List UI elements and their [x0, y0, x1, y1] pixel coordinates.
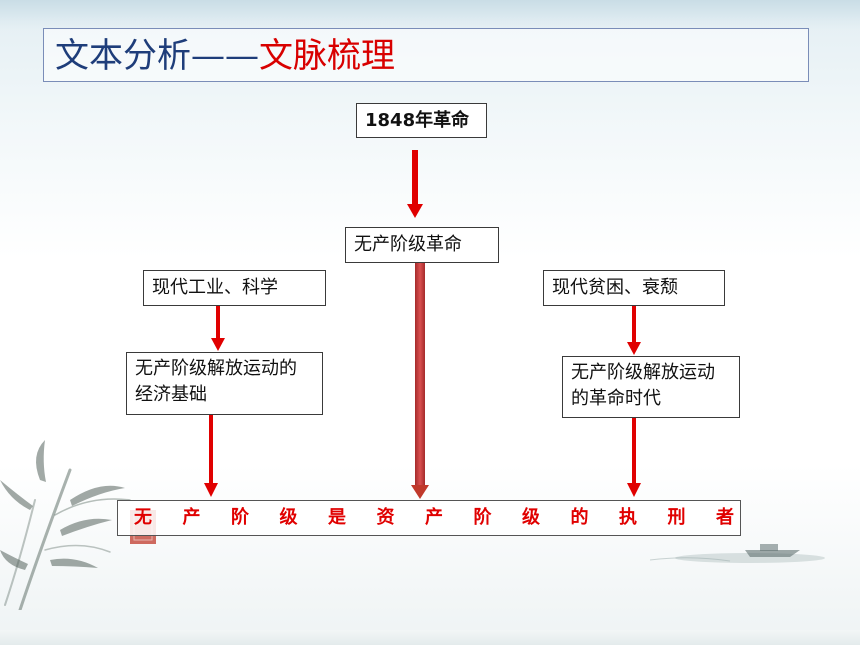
node-modern-poverty: 现代贫困、衰颓 [543, 270, 725, 306]
title-main: 文本分析 [55, 36, 191, 76]
conclusion-char: 执 [619, 507, 637, 528]
conclusion-char: 级 [279, 507, 298, 528]
conclusion-char: 无 [134, 507, 152, 528]
arrow-industry-to-basis [211, 306, 225, 351]
conclusion-box [117, 500, 741, 536]
arrow-poverty-to-era [627, 306, 641, 355]
node-proletarian-revolution: 无产阶级革命 [345, 227, 499, 263]
conclusion-char: 产 [425, 507, 443, 528]
title-dash: —— [191, 36, 259, 76]
title-box: 文本分析——文脉梳理 [43, 28, 809, 82]
arrow-revolution-to-bottom [411, 263, 429, 499]
conclusion-char: 阶 [231, 507, 249, 528]
conclusion-char: 的 [570, 507, 589, 528]
conclusion-char: 刑 [667, 507, 686, 528]
node-modern-industry: 现代工业、科学 [143, 270, 326, 306]
conclusion-char: 级 [522, 507, 540, 528]
arrow-era-to-bottom [627, 418, 641, 497]
conclusion-char: 是 [328, 507, 346, 528]
conclusion-char: 产 [182, 507, 201, 528]
conclusion-char: 者 [716, 507, 734, 528]
arrow-basis-to-bottom [204, 415, 218, 497]
conclusion-text: 无 产 阶 级 是 资 产 阶 级 的 执 刑 者 [134, 505, 734, 531]
arrow-1848-to-revolution [407, 150, 423, 218]
conclusion-char: 资 [376, 507, 395, 528]
boat-painting-icon [650, 544, 825, 563]
title-accent: 文脉梳理 [259, 36, 395, 76]
node-economic-basis: 无产阶级解放运动的经济基础 [126, 352, 323, 415]
page-title: 文本分析——文脉梳理 [55, 35, 395, 77]
node-revolution-era: 无产阶级解放运动的革命时代 [562, 356, 740, 418]
conclusion-char: 阶 [473, 507, 492, 528]
sky-background [0, 0, 860, 30]
bottom-strip [0, 630, 860, 645]
node-1848-revolution: 1848年革命 [356, 103, 487, 138]
